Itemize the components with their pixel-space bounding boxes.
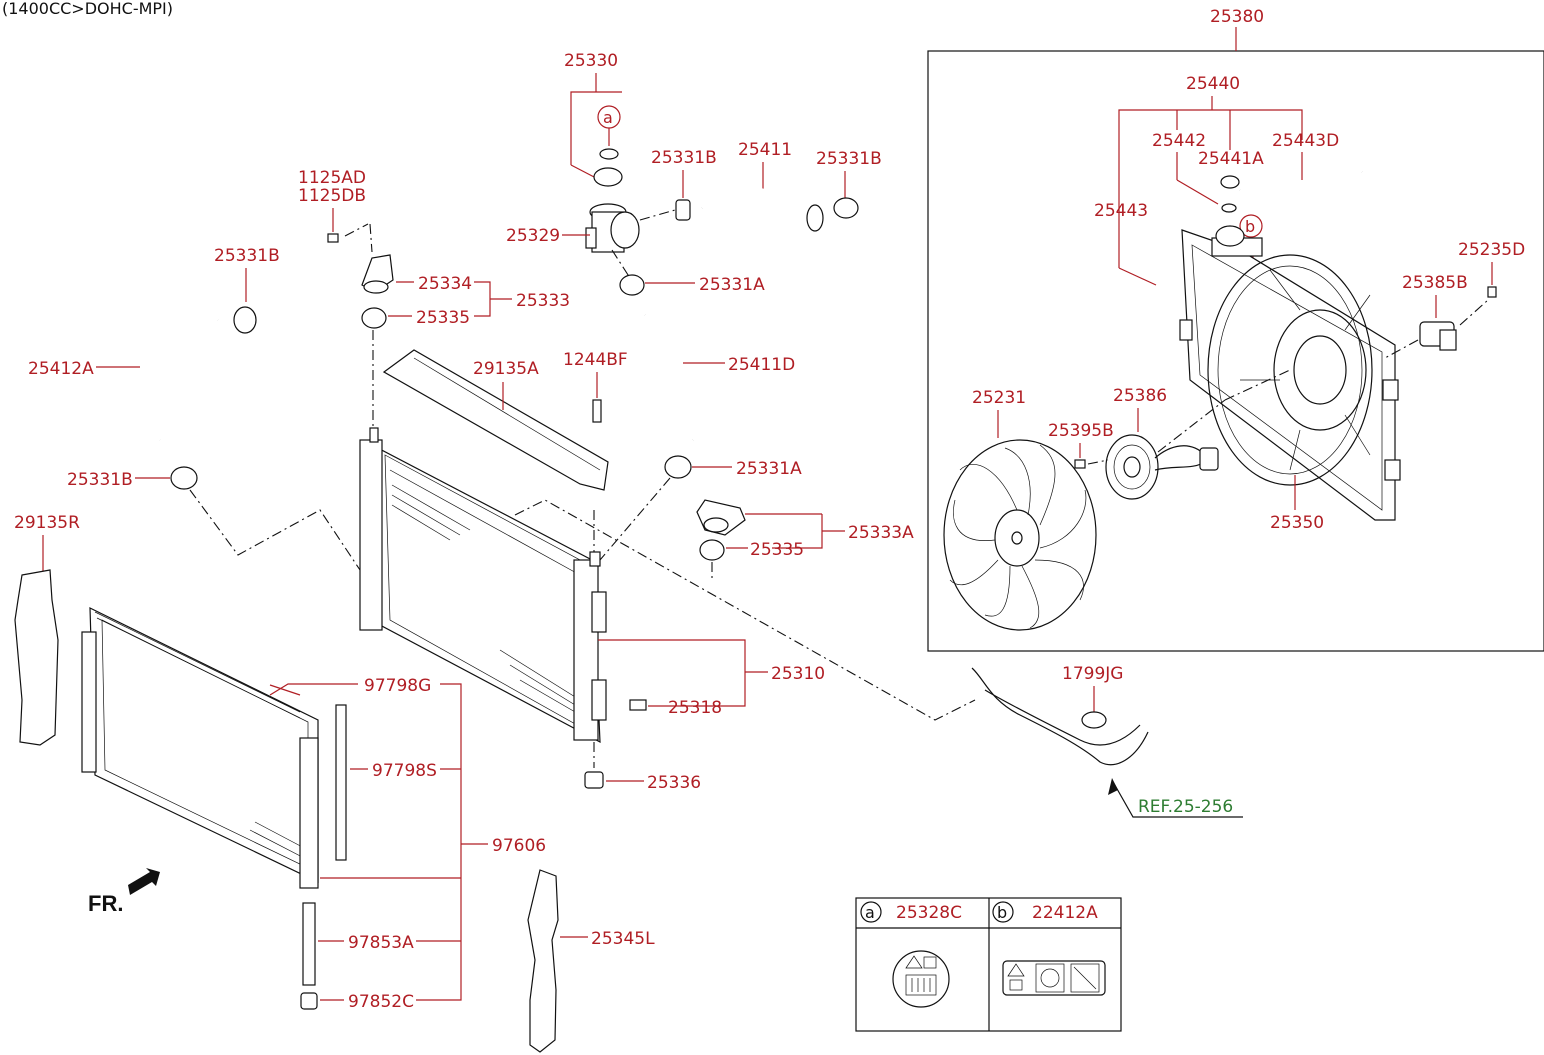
label-25329[interactable]: 25329 bbox=[506, 226, 560, 246]
label-25333A[interactable]: 25333A bbox=[848, 523, 914, 543]
label-25443D[interactable]: 25443D bbox=[1272, 131, 1339, 151]
label-25395B[interactable]: 25395B bbox=[1048, 421, 1114, 441]
callout-a-letter: a bbox=[603, 108, 613, 127]
label-25331A-top[interactable]: 25331A bbox=[699, 275, 765, 295]
air-guard-left bbox=[527, 869, 559, 1053]
legend-a-part[interactable]: 25328C bbox=[896, 903, 962, 923]
engine-spec-header: (1400CC>DOHC-MPI) bbox=[2, 0, 173, 18]
label-29135A[interactable]: 29135A bbox=[473, 359, 539, 379]
condenser bbox=[81, 607, 347, 889]
label-1125DB[interactable]: 1125DB bbox=[298, 186, 366, 206]
label-97606[interactable]: 97606 bbox=[492, 836, 546, 856]
label-25231[interactable]: 25231 bbox=[972, 388, 1026, 408]
label-97798S[interactable]: 97798S bbox=[372, 761, 437, 781]
label-25345L[interactable]: 25345L bbox=[591, 929, 655, 949]
label-25336[interactable]: 25336 bbox=[647, 773, 701, 793]
label-1244BF[interactable]: 1244BF bbox=[563, 350, 628, 370]
label-25442[interactable]: 25442 bbox=[1152, 131, 1206, 151]
label-25235D[interactable]: 25235D bbox=[1458, 240, 1525, 260]
fan-motor bbox=[1105, 434, 1219, 500]
label-25335-top[interactable]: 25335 bbox=[416, 308, 470, 328]
label-25412A[interactable]: 25412A bbox=[28, 359, 94, 379]
air-guard-right bbox=[14, 569, 59, 746]
hose-assembly-1799JG bbox=[971, 667, 1149, 766]
label-25335-mid[interactable]: 25335 bbox=[750, 540, 804, 560]
air-guard-top bbox=[382, 349, 609, 491]
fan-resistor bbox=[1419, 321, 1457, 351]
radiator bbox=[359, 427, 607, 744]
label-25411D[interactable]: 25411D bbox=[728, 355, 795, 375]
label-1799JG[interactable]: 1799JG bbox=[1062, 664, 1123, 684]
label-25440[interactable]: 25440 bbox=[1186, 74, 1240, 94]
front-indicator: FR. bbox=[88, 891, 123, 916]
cap-warning-label-icon bbox=[892, 950, 950, 1008]
legend-a-letter: a bbox=[865, 903, 875, 922]
label-25443[interactable]: 25443 bbox=[1094, 201, 1148, 221]
label-25385B[interactable]: 25385B bbox=[1402, 273, 1468, 293]
legend-b-letter: b bbox=[997, 903, 1007, 922]
label-25331B-top[interactable]: 25331B bbox=[651, 148, 717, 168]
label-25331B-low[interactable]: 25331B bbox=[67, 470, 133, 490]
reference-link[interactable]: REF.25-256 bbox=[1138, 797, 1233, 817]
label-25441A[interactable]: 25441A bbox=[1198, 149, 1264, 169]
label-25411[interactable]: 25411 bbox=[738, 140, 792, 160]
label-25331A-mid[interactable]: 25331A bbox=[736, 459, 802, 479]
label-25350[interactable]: 25350 bbox=[1270, 513, 1324, 533]
label-25380[interactable]: 25380 bbox=[1210, 7, 1264, 27]
label-25386[interactable]: 25386 bbox=[1113, 386, 1167, 406]
legend-b-part[interactable]: 22412A bbox=[1032, 903, 1098, 923]
label-97798G[interactable]: 97798G bbox=[364, 676, 431, 696]
label-97853A[interactable]: 97853A bbox=[348, 933, 414, 953]
label-25333[interactable]: 25333 bbox=[516, 291, 570, 311]
label-25334[interactable]: 25334 bbox=[418, 274, 472, 294]
label-29135R[interactable]: 29135R bbox=[14, 513, 80, 533]
filler-neck bbox=[585, 203, 640, 253]
cooling-fan bbox=[943, 439, 1097, 631]
label-25331B-right[interactable]: 25331B bbox=[816, 149, 882, 169]
label-25330[interactable]: 25330 bbox=[564, 51, 618, 71]
label-25331B-left[interactable]: 25331B bbox=[214, 246, 280, 266]
callout-b-letter: b bbox=[1245, 217, 1255, 236]
label-25310[interactable]: 25310 bbox=[771, 664, 825, 684]
label-97852C[interactable]: 97852C bbox=[348, 992, 414, 1012]
fan-warning-label-icon bbox=[1002, 960, 1106, 996]
fan-shroud bbox=[1179, 225, 1401, 521]
front-arrow-icon bbox=[128, 868, 160, 895]
legend-table: a 25328C b 22412A bbox=[855, 897, 1122, 1032]
label-1125AD[interactable]: 1125AD bbox=[298, 168, 366, 188]
label-25318[interactable]: 25318 bbox=[668, 698, 722, 718]
